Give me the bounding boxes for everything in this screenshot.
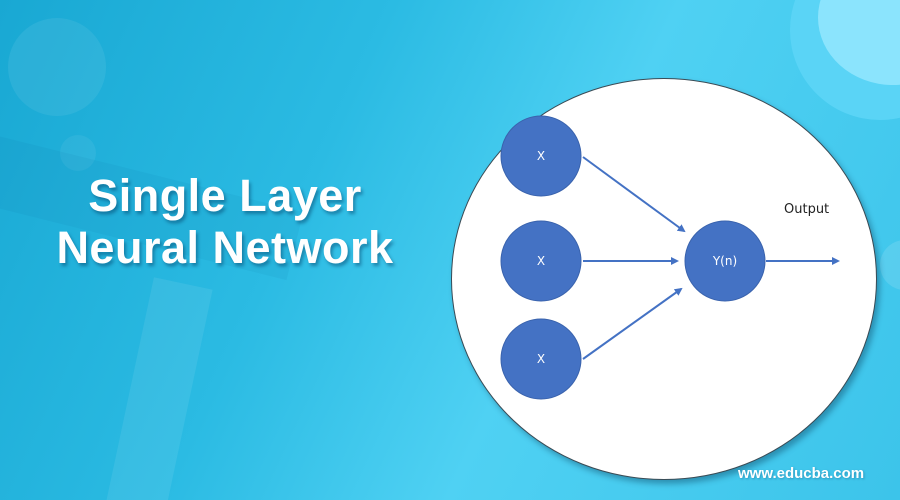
input-node-3 <box>500 318 582 400</box>
output-node <box>684 220 766 302</box>
input-node-2-label: X <box>536 254 546 268</box>
output-arrow-label: Output <box>784 202 830 217</box>
arrow-input3-to-output <box>582 287 683 360</box>
input-node-2 <box>500 220 582 302</box>
input-node-1-label: X <box>536 149 546 163</box>
decorative-bubble <box>8 18 106 116</box>
title-line-1: Single Layer <box>88 170 362 221</box>
output-node-label: Y(n) <box>712 254 738 268</box>
page-title: Single Layer Neural Network <box>0 170 450 274</box>
website-watermark: www.educba.com <box>738 465 865 482</box>
input-node-1 <box>500 115 582 197</box>
title-line-2: Neural Network <box>56 222 394 273</box>
arrow-input1-to-output <box>582 156 686 233</box>
input-node-3-label: X <box>536 352 546 366</box>
decorative-bubble <box>880 240 900 290</box>
connection-arrows <box>582 156 840 360</box>
decorative-bubble <box>60 135 96 171</box>
nodes <box>500 115 766 400</box>
